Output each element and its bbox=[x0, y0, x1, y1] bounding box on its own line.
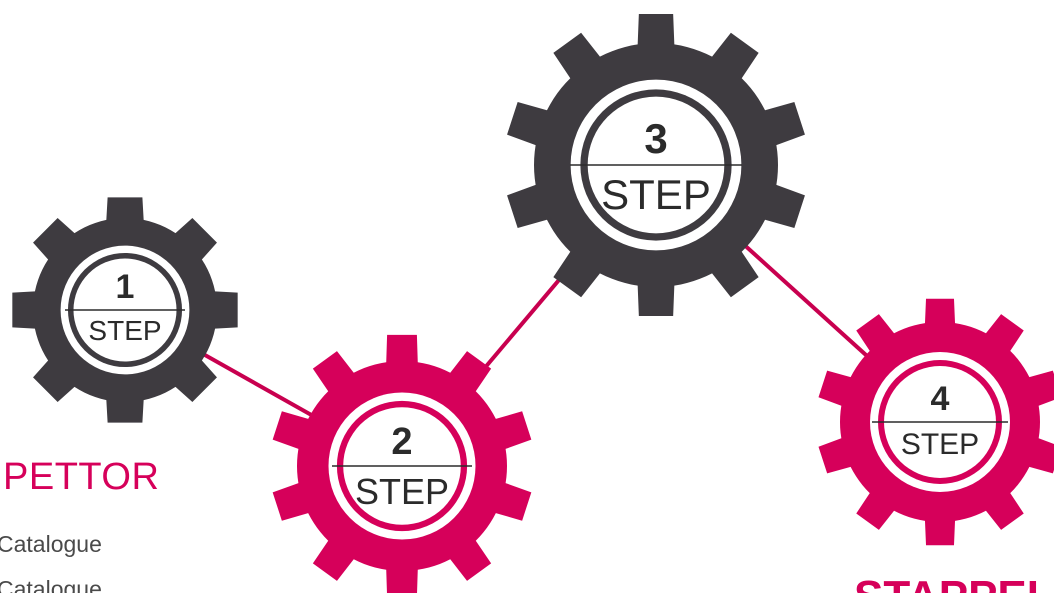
side-list: Catalogue Catalogue bbox=[0, 522, 102, 593]
corner-text: STAPPEL bbox=[854, 572, 1054, 593]
step-label: STEP bbox=[355, 471, 449, 512]
step-number: 3 bbox=[644, 115, 667, 162]
step-number: 1 bbox=[116, 268, 135, 306]
step-label: STEP bbox=[88, 315, 161, 346]
step-label: STEP bbox=[601, 171, 711, 218]
step-number: 4 bbox=[931, 380, 950, 418]
step-number: 2 bbox=[391, 421, 412, 463]
step-label: STEP bbox=[901, 428, 979, 461]
side-list-item: Catalogue bbox=[0, 576, 102, 593]
side-title: PETTOR bbox=[3, 456, 160, 498]
side-list-item: Catalogue bbox=[0, 531, 102, 557]
